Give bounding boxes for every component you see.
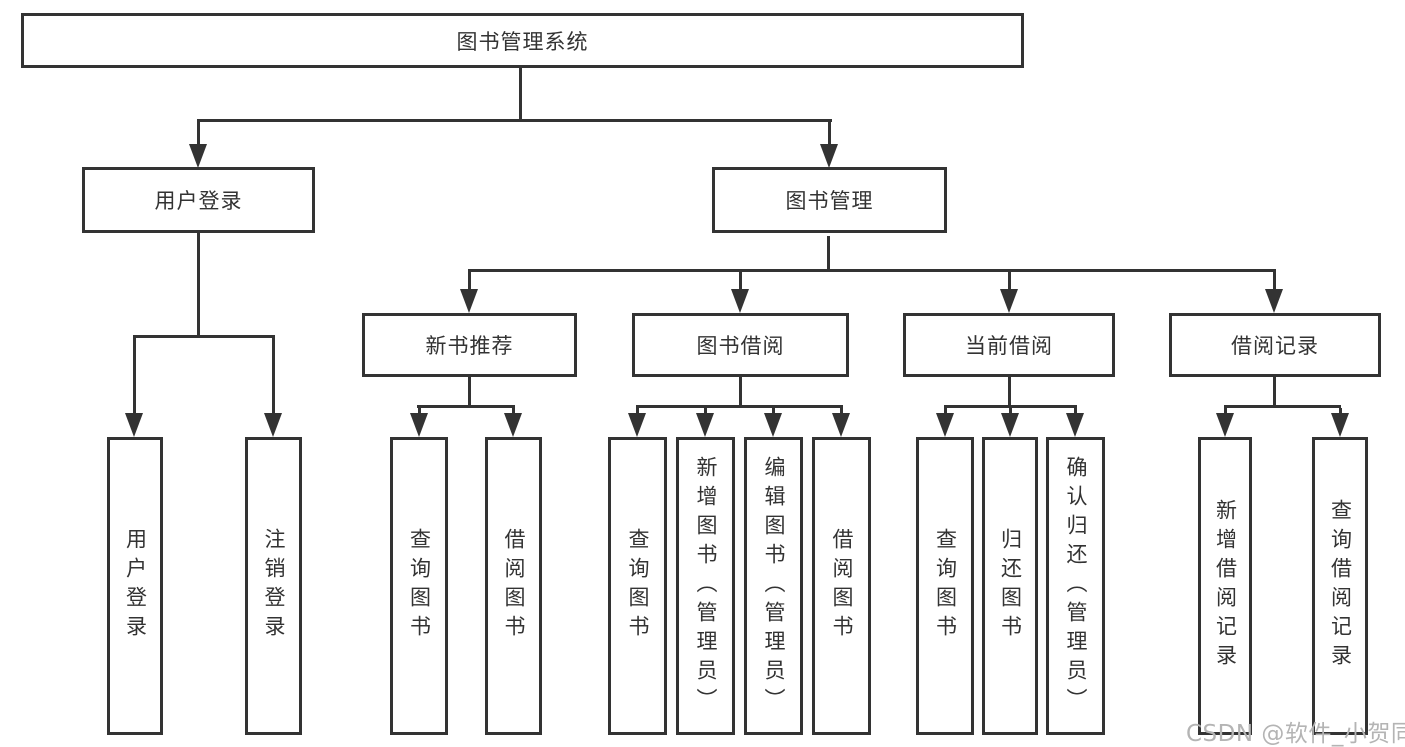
arrowhead-borrow-books-2 [832, 413, 850, 437]
connector-stem [772, 408, 775, 415]
connector-borrow-stem [739, 272, 742, 291]
leaf-edit-books-admin: 编辑图书（管理员） [744, 437, 803, 735]
node-borrowing-records-label: 借阅记录 [1231, 334, 1319, 358]
connector-records-rail [1224, 405, 1341, 408]
arrowhead-login-leaf1 [125, 413, 143, 437]
connector-newbook-down [468, 377, 471, 408]
arrowhead-query-books-3 [936, 413, 954, 437]
connector-login-leaf1-stem [133, 338, 136, 414]
node-book-borrowing-label: 图书借阅 [696, 334, 785, 358]
connector-stem [944, 408, 947, 415]
leaf-user-login: 用户登录 [107, 437, 163, 735]
connector-user-login-stem [197, 122, 200, 146]
connector-current-stem [1008, 272, 1011, 291]
connector-stem [1224, 408, 1227, 415]
leaf-confirm-return-admin: 确认归还（管理员） [1046, 437, 1105, 735]
connector-stem [418, 408, 421, 415]
leaf-query-books-current: 查询图书 [916, 437, 974, 735]
connector-login-rail [133, 335, 275, 338]
arrowhead-user-login [189, 144, 207, 168]
arrowhead-borrow-books-1 [504, 413, 522, 437]
connector-login-leaf2-stem [272, 338, 275, 414]
leaf-query-books-borrowing: 查询图书 [608, 437, 667, 735]
connector-stem [636, 408, 639, 415]
node-book-management: 图书管理 [712, 167, 947, 233]
arrowhead-edit-books [764, 413, 782, 437]
connector-borrowing-down [739, 377, 742, 408]
connector-root-stem [519, 68, 522, 122]
arrowhead-records [1265, 289, 1283, 313]
leaf-borrow-books-borrowing: 借阅图书 [812, 437, 871, 735]
connector-stem [1339, 408, 1342, 415]
connector-book-mgmt-stem [828, 122, 831, 146]
connector-stem [1009, 408, 1012, 415]
arrowhead-query-books-2 [628, 413, 646, 437]
connector-stem [704, 408, 707, 415]
leaf-return-books: 归还图书 [982, 437, 1038, 735]
connector-stem [1074, 408, 1077, 415]
connector-stem [840, 408, 843, 415]
node-new-book-recommend: 新书推荐 [362, 313, 577, 377]
connector-login-down [197, 233, 200, 337]
connector-stem [512, 408, 515, 415]
connector-records-stem [1273, 272, 1276, 291]
csdn-watermark: CSDN @软件_小贺同学 [1186, 721, 1405, 747]
arrowhead-add-record [1216, 413, 1234, 437]
connector-current-down [1008, 377, 1011, 408]
arrowhead-return-books [1001, 413, 1019, 437]
arrowhead-query-books-1 [410, 413, 428, 437]
arrowhead-add-books [696, 413, 714, 437]
node-user-login-label: 用户登录 [154, 189, 243, 213]
leaf-add-borrow-record: 新增借阅记录 [1198, 437, 1252, 735]
arrowhead-newbook [460, 289, 478, 313]
connector-records-down [1273, 377, 1276, 408]
node-book-management-label: 图书管理 [785, 189, 874, 213]
arrowhead-book-mgmt [820, 144, 838, 168]
node-borrowing-records: 借阅记录 [1169, 313, 1381, 377]
arrowhead-borrow [731, 289, 749, 313]
arrowhead-query-record [1331, 413, 1349, 437]
node-current-borrowing-label: 当前借阅 [965, 334, 1053, 358]
connector-current-rail [944, 405, 1077, 408]
node-new-book-recommend-label: 新书推荐 [425, 334, 514, 358]
leaf-borrow-books-recommend: 借阅图书 [485, 437, 542, 735]
connector-borrowing-rail [636, 405, 843, 408]
connector-level3-rail [468, 269, 1276, 272]
connector-newbook-stem [468, 272, 471, 291]
node-user-login: 用户登录 [82, 167, 315, 233]
node-library-system-label: 图书管理系统 [456, 29, 589, 54]
arrowhead-current [1000, 289, 1018, 313]
node-current-borrowing: 当前借阅 [903, 313, 1115, 377]
connector-level2-rail [197, 119, 832, 122]
leaf-add-books-admin: 新增图书（管理员） [676, 437, 735, 735]
leaf-query-books-recommend: 查询图书 [390, 437, 448, 735]
connector-newbook-rail [417, 405, 515, 408]
arrowhead-login-leaf2 [264, 413, 282, 437]
connector-mgmt-down [827, 236, 830, 272]
leaf-query-borrow-record: 查询借阅记录 [1312, 437, 1368, 735]
arrowhead-confirm-return [1066, 413, 1084, 437]
leaf-logout: 注销登录 [245, 437, 302, 735]
node-library-system: 图书管理系统 [21, 13, 1024, 68]
node-book-borrowing: 图书借阅 [632, 313, 849, 377]
